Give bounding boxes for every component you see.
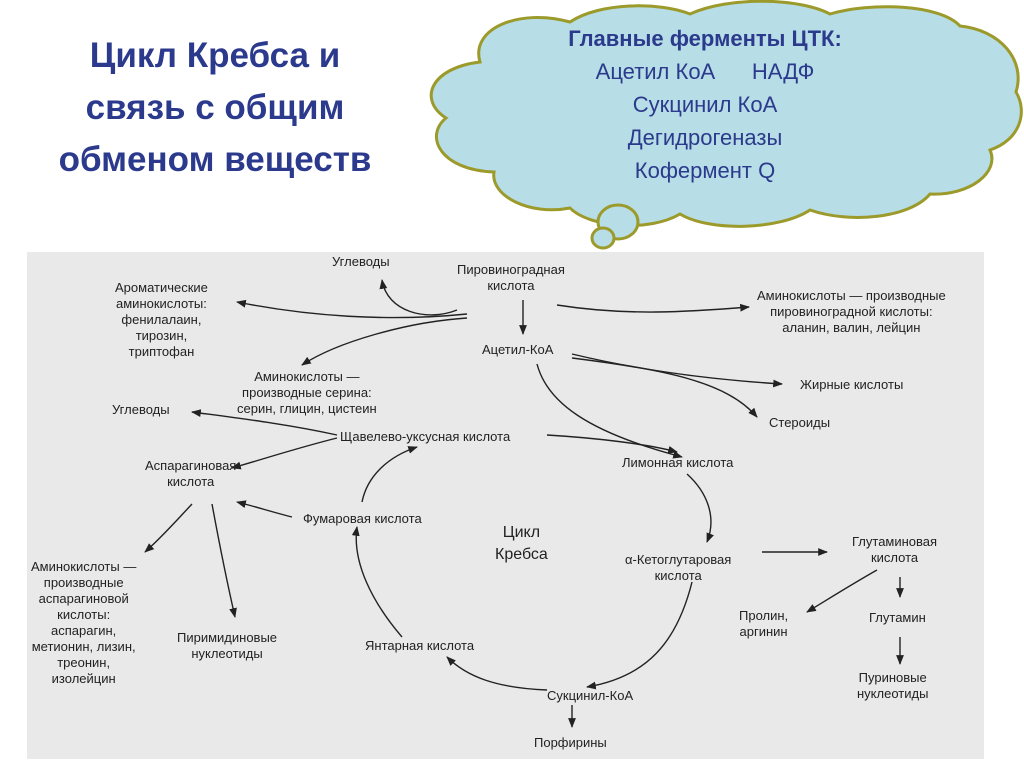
label-proline-arginine: Пролин, аргинин (739, 608, 788, 640)
label-pyruvate-aa-line-1: Аминокислоты — производные (757, 288, 946, 303)
label-aromatic-line-5: триптофан (128, 344, 195, 359)
label-asp-aa-line-3: аспарагиновой (38, 591, 129, 606)
label-akg-line-2: кислота (654, 568, 702, 583)
label-aspartic-line-1: Аспарагиновая (145, 458, 237, 473)
cloud-line-3: Дегидрогеназы (627, 125, 783, 150)
arrow-acetyl-to-steroids (571, 357, 758, 418)
krebs-diagram: Углеводы Пировиноградная кислота Аромати… (27, 252, 984, 759)
label-glutamic-acid: Глутаминовая кислота (852, 534, 937, 566)
arrow-fumaric-to-aspartic (236, 500, 293, 518)
diagram-arrows (144, 279, 904, 728)
cloud-line-2: Сукцинил КоА (632, 92, 778, 117)
label-glutamic-line-1: Глутаминовая (852, 534, 938, 549)
label-purine-line-2: нуклеотиды (857, 686, 929, 701)
label-pyruvate-aa-line-3: аланин, валин, лейцин (782, 320, 921, 335)
label-oxaloacetate: Щавелево-уксусная кислота (340, 429, 511, 444)
slide-title-line-1: Цикл Кребса и (89, 36, 341, 75)
label-purine: Пуриновые нуклеотиды (857, 670, 928, 702)
label-krebs-line-1: Цикл (502, 524, 541, 541)
label-aromatic-aa: Ароматические аминокислоты: фенилалаин, … (115, 280, 208, 360)
label-aspartic-aa: Аминокислоты — производные аспарагиновой… (31, 559, 136, 687)
thought-cloud-shape (429, 0, 1023, 250)
cloud-heading: Главные ферменты ЦТК: (568, 26, 842, 51)
label-porphyrins: Порфирины (534, 735, 607, 750)
label-glutamine: Глутамин (869, 610, 926, 625)
label-aromatic-line-2: аминокислоты: (116, 296, 207, 311)
label-succinic-acid: Янтарная кислота (365, 638, 475, 653)
arrow-akg-to-succinyl (586, 581, 693, 690)
label-aromatic-line-3: фенилалаин, (121, 312, 202, 327)
arrow-oxaloacetate-to-carbs (191, 409, 338, 436)
label-asp-aa-line-4: кислоты: (57, 607, 111, 622)
cloud-line-4: Кофермент Q (634, 158, 776, 183)
arrow-fumaric-to-oxaloacetate (361, 446, 418, 503)
label-serine-aa-line-3: серин, глицин, цистеин (237, 401, 377, 416)
label-serine-aa: Аминокислоты — производные серина: серин… (237, 369, 377, 417)
label-pyruvate-line-1: Пировиноградная (457, 262, 565, 277)
label-aromatic-line-1: Ароматические (115, 280, 208, 295)
label-pyrimidine-line-1: Пиримидиновые (177, 630, 278, 645)
label-asp-aa-line-7: треонин, (57, 655, 111, 670)
label-serine-aa-line-2: производные серина: (242, 385, 372, 400)
label-steroids: Стероиды (769, 415, 831, 430)
label-pyrimidine-line-2: нуклеотиды (191, 646, 263, 661)
label-proline-line-1: Пролин, (739, 608, 789, 623)
label-carbs-left: Углеводы (112, 402, 170, 417)
arrow-pyruvate-to-serine-aa (301, 317, 468, 366)
cloud-line-1: Ацетил КоА НАДФ (595, 59, 815, 84)
label-fumaric-acid: Фумаровая кислота (303, 511, 422, 526)
arrow-acetyl-to-fatty (571, 353, 783, 388)
label-fatty-acids: Жирные кислоты (800, 377, 904, 392)
arrow-pyruvate-to-aromatic (236, 299, 468, 319)
arrow-succinic-to-fumaric (351, 526, 403, 638)
arrow-oxaloacetate-to-aspartic (231, 437, 338, 470)
slide-title-line-2: связь с общим (85, 88, 345, 127)
arrow-glutamic-to-proline (806, 569, 878, 613)
label-citric-acid: Лимонная кислота (622, 455, 734, 470)
label-aspartic-line-2: кислота (167, 474, 215, 489)
label-pyruvate-line-2: кислота (487, 278, 535, 293)
label-proline-line-2: аргинин (739, 624, 788, 639)
label-serine-aa-line-1: Аминокислоты — (254, 369, 360, 384)
label-asp-aa-line-6: метионин, лизин, (31, 639, 136, 654)
slide-title-line-3: обменом веществ (58, 140, 372, 179)
label-pyruvate: Пировиноградная кислота (457, 262, 565, 294)
label-aromatic-line-4: тирозин, (135, 328, 188, 343)
cloud-text: Главные ферменты ЦТК: Ацетил КоА НАДФ Су… (520, 22, 890, 187)
label-aspartic-acid: Аспарагиновая кислота (145, 458, 236, 490)
label-pyruvate-aa-line-2: пировиноградной кислоты: (770, 304, 933, 319)
label-purine-line-1: Пуриновые (858, 670, 927, 685)
label-asp-aa-line-2: производные (43, 575, 124, 590)
label-glutamic-line-2: кислота (870, 550, 919, 565)
label-pyruvate-aa: Аминокислоты — производные пировиноградн… (757, 288, 946, 336)
label-krebs-line-2: Кребса (495, 546, 548, 563)
thought-cloud (429, 0, 1023, 228)
slide-title: Цикл Кребса и связь с общим обменом веще… (20, 30, 410, 186)
label-krebs-cycle: Цикл Кребса (495, 522, 548, 566)
arrow-succinyl-to-succinic (446, 656, 548, 691)
arrow-acetyl-to-citric (536, 363, 683, 459)
label-asp-aa-line-5: аспарагин, (51, 623, 117, 638)
label-pyrimidine: Пиримидиновые нуклеотиды (177, 630, 277, 662)
arrow-oxaloacetate-to-citric (546, 434, 678, 454)
label-succinyl-coa: Сукцинил-КоА (547, 688, 634, 703)
arrow-aspartic-to-asp-aa (144, 503, 193, 553)
label-alpha-ketoglutaric: α-Кетоглутаровая кислота (625, 552, 731, 584)
label-acetyl-coa: Ацетил-КоА (482, 342, 554, 357)
label-asp-aa-line-8: изолейцин (51, 671, 116, 686)
arrow-pyruvate-to-pyruvate-aa (556, 303, 750, 313)
arrow-pyruvate-to-carbs (379, 279, 458, 316)
label-carbs-top: Углеводы (332, 254, 390, 269)
arrow-aspartic-to-pyrimidine (211, 503, 237, 618)
thought-bubble-small (590, 226, 616, 250)
label-akg-line-1: α-Кетоглутаровая (625, 552, 732, 567)
arrow-citric-to-akg (686, 473, 714, 543)
label-asp-aa-line-1: Аминокислоты — (31, 559, 137, 574)
